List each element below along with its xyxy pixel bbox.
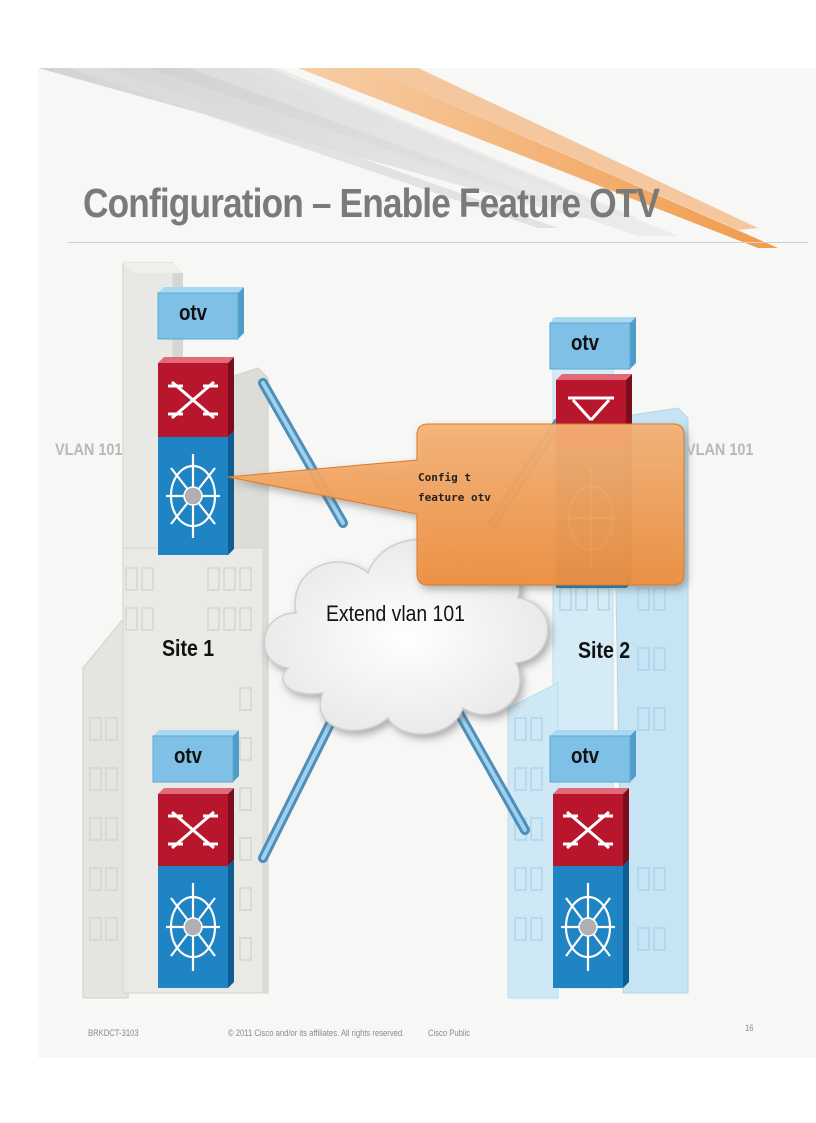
callout-line-2: feature otv <box>418 491 491 504</box>
site1-bottom-stack <box>152 730 239 988</box>
footer-session-code: BRKDCT-3103 <box>88 1028 139 1038</box>
otv-label-site2-top: otv <box>571 330 600 355</box>
config-callout <box>227 423 685 586</box>
footer-classification: Cisco Public <box>428 1028 471 1038</box>
site1-label: Site 1 <box>162 635 215 661</box>
footer-page-number: 16 <box>745 1023 754 1033</box>
otv-topology-diagram <box>82 262 689 999</box>
site1-top-stack <box>157 287 244 555</box>
site2-bottom-stack <box>549 730 636 988</box>
title-divider <box>68 242 808 243</box>
vlan-label-right: VLAN 101 <box>686 440 754 459</box>
slide: Configuration – Enable Feature OTV <box>38 68 816 1058</box>
switch-icon <box>168 380 218 420</box>
vlan-label-left: VLAN 101 <box>55 440 123 459</box>
slide-title: Configuration – Enable Feature OTV <box>83 180 660 226</box>
otv-label-site1-bottom: otv <box>174 743 203 768</box>
callout-line-1: Config t <box>418 471 471 484</box>
callout-text: Config t feature otv <box>418 468 491 508</box>
footer-copyright: © 2011 Cisco and/or its affiliates. All … <box>228 1028 405 1038</box>
otv-label-site1-top: otv <box>179 300 208 325</box>
otv-label-site2-bottom: otv <box>571 743 600 768</box>
transport-cloud <box>263 538 549 735</box>
site2-label: Site 2 <box>578 637 631 663</box>
decorative-swoosh <box>38 68 778 248</box>
cloud-label: Extend vlan 101 <box>326 601 465 626</box>
